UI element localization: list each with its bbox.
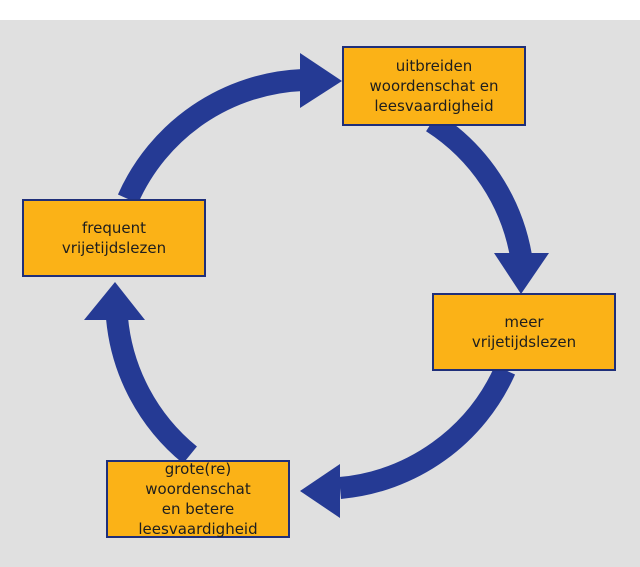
arrow-right-to-bottom [338, 365, 516, 499]
arrowhead-bottom [300, 464, 340, 518]
arrow-left-to-top [117, 69, 304, 204]
arrow-top-to-right [425, 112, 532, 259]
arrowhead-left [84, 282, 145, 320]
node-grotere-woordenschat: grote(re) woordenschat en betere leesvaa… [106, 460, 290, 538]
arrowhead-top [300, 53, 342, 108]
node-meer-vrijetijdslezen: meer vrijetijdslezen [432, 293, 616, 371]
node-frequent-vrijetijdslezen: frequent vrijetijdslezen [22, 199, 206, 277]
arrowhead-right [494, 253, 549, 294]
arrow-bottom-to-left [106, 316, 198, 464]
node-uitbreiden-woordenschat: uitbreiden woordenschat en leesvaardighe… [342, 46, 526, 126]
